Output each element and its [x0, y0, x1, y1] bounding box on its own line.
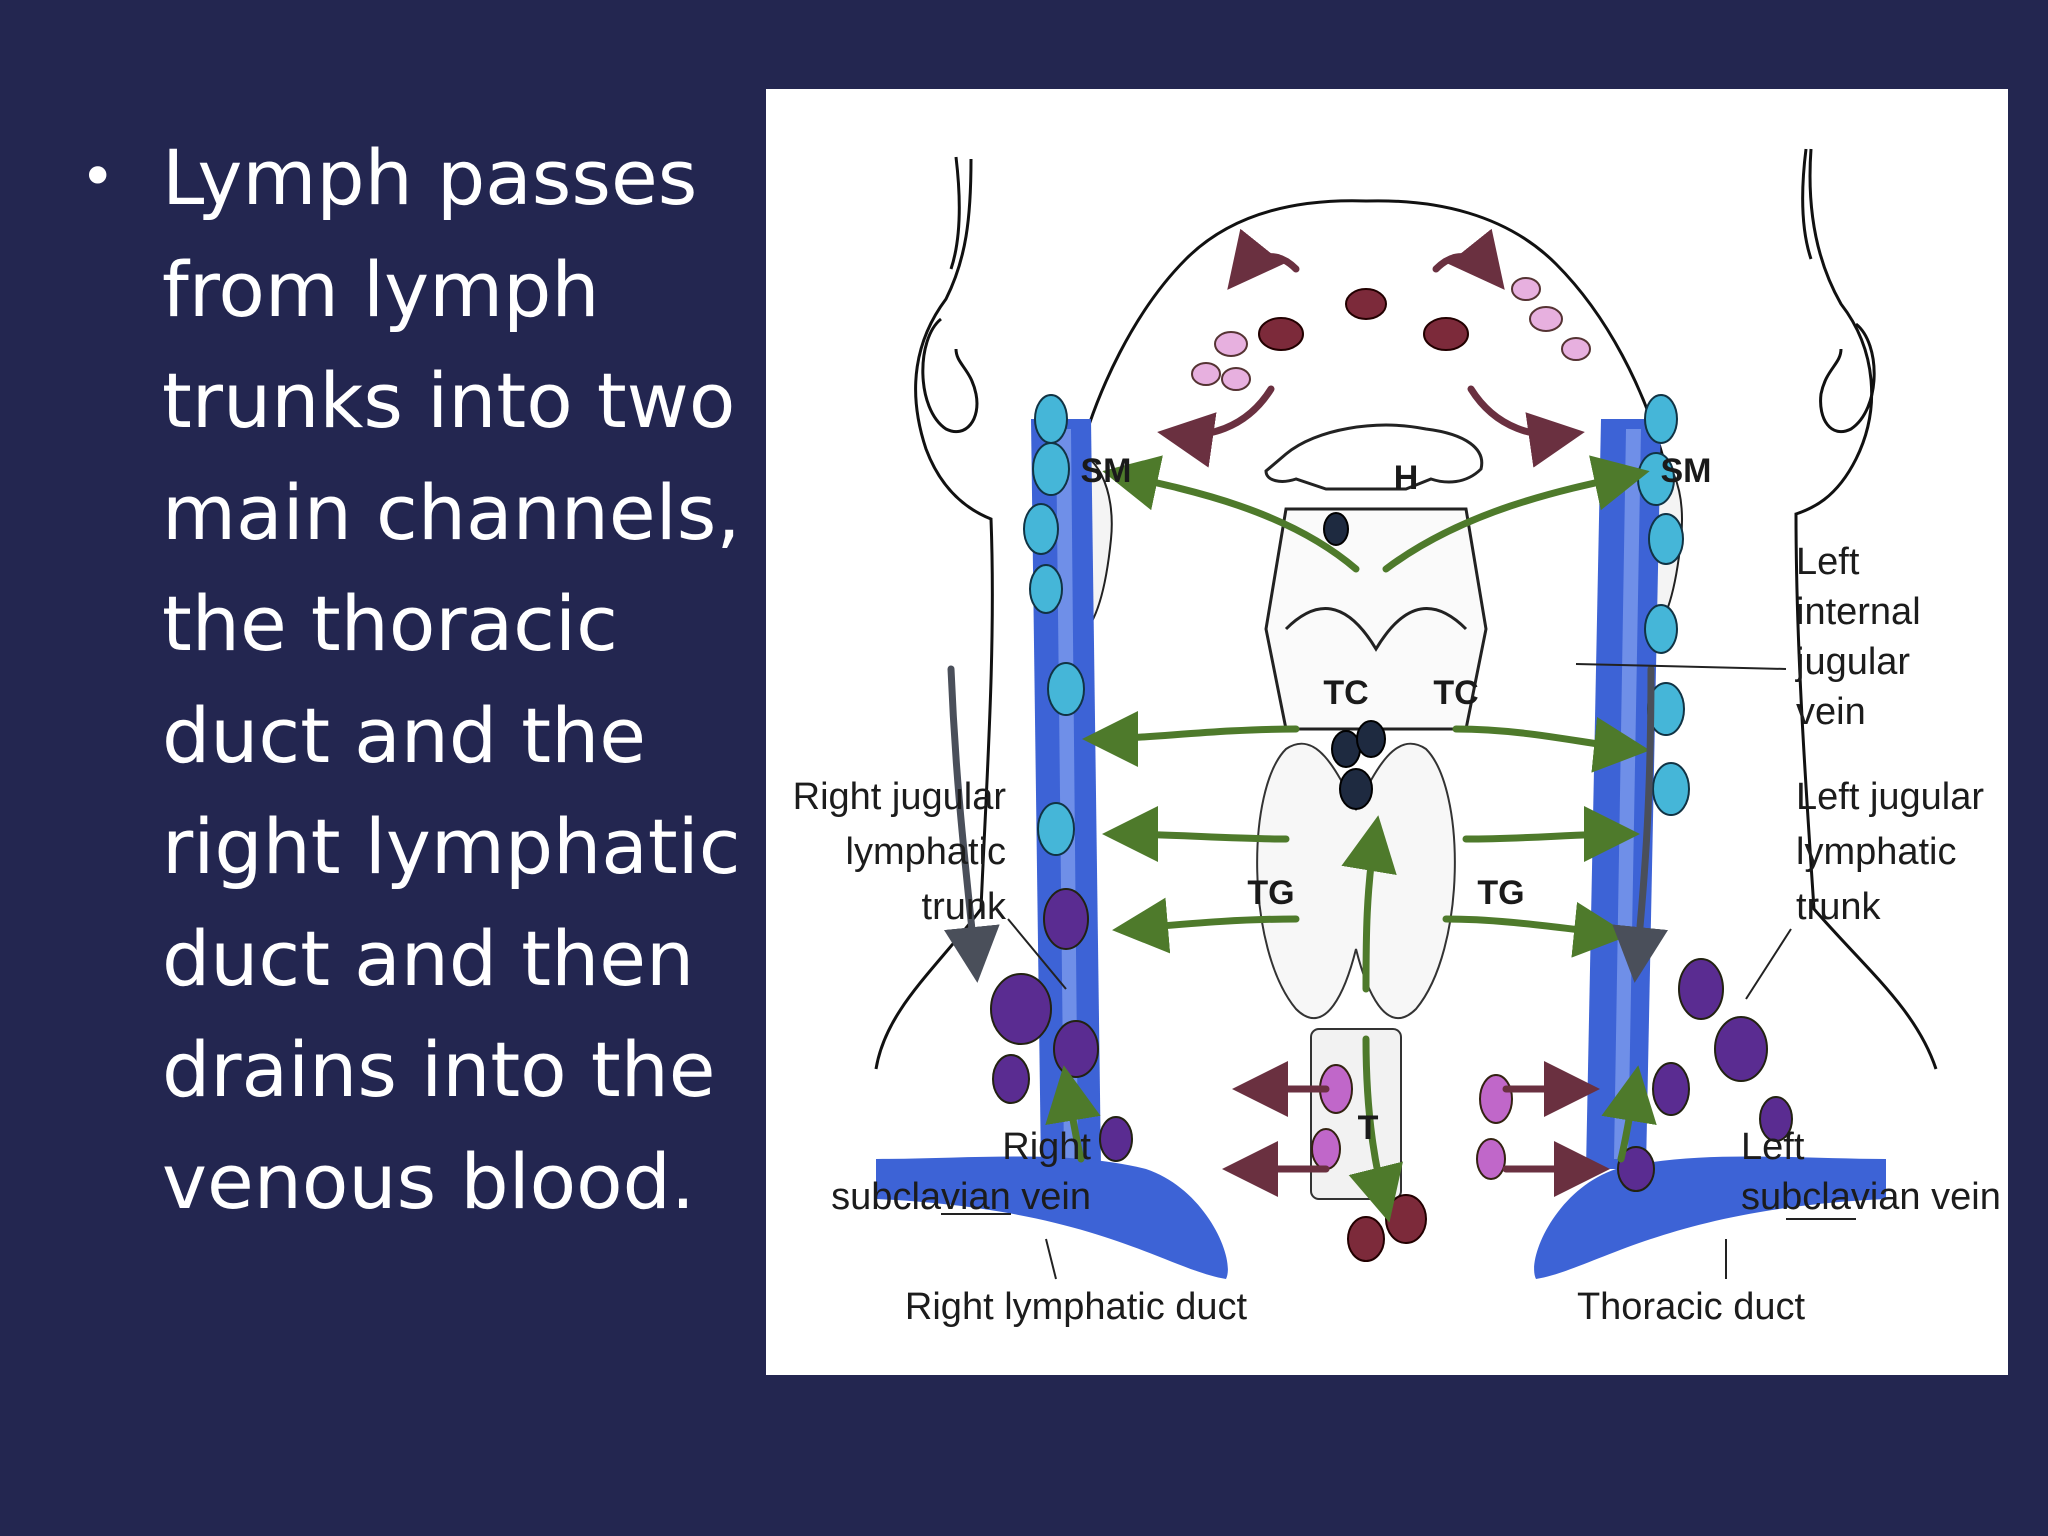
label-thoracic-duct: Thoracic duct	[1577, 1286, 1806, 1328]
lower-cervical-nodes	[990, 888, 1793, 1192]
label-line: subclavian vein	[831, 1176, 1091, 1218]
lateral-arrows	[943, 665, 1669, 983]
bullet-symbol: •	[80, 142, 116, 212]
label-right-jugular-trunk: Right jugular lymphatic trunk	[793, 776, 1007, 928]
bullet-line: Lymph passes	[162, 133, 698, 222]
bullet-line: duct and then	[162, 913, 695, 1003]
drainage-arrows	[1045, 455, 1657, 1223]
bullet-line: drains into the	[162, 1025, 716, 1114]
label-line: Left jugular	[1796, 776, 1984, 818]
label-line: lymphatic	[1796, 831, 1957, 873]
label-right-lymphatic-duct: Right lymphatic duct	[905, 1286, 1248, 1328]
tc-left-label: TC	[1323, 674, 1368, 712]
trachea	[1310, 1028, 1402, 1200]
label-left-internal-jugular-vein: Left internal jugular vein	[1795, 541, 1921, 733]
label-line: Left	[1796, 541, 1860, 583]
label-line: vein	[1796, 691, 1866, 733]
bullet-line: from lymph	[162, 244, 600, 334]
label-line: internal	[1796, 591, 1921, 633]
bullet-line: trunks into two	[162, 356, 736, 445]
label-line: Right jugular	[793, 776, 1007, 818]
submental-nodes	[1258, 288, 1469, 1262]
bullet-line: duct and the	[162, 690, 647, 780]
neck-diagram: SM SM H TC TC TG TG T Right jugular lymp…	[793, 148, 2001, 1328]
submandibular-nodes	[1191, 277, 1591, 391]
label-left-jugular-trunk: Left jugular lymphatic trunk	[1796, 776, 1984, 928]
tc-right-label: TC	[1433, 674, 1478, 712]
label-line: lymphatic	[846, 831, 1007, 873]
tg-left-label: TG	[1247, 874, 1294, 912]
prelaryngeal-nodes	[1323, 512, 1386, 810]
lymphatic-drainage-figure: SM SM H TC TC TG TG T Right jugular lymp…	[766, 89, 2008, 1375]
submental-arrows	[1157, 228, 1610, 1197]
leader-lines	[941, 663, 1856, 1280]
bullet-line: the thoracic	[162, 579, 618, 668]
label-line: Right	[1002, 1126, 1091, 1168]
bullet-text: Lymph passes from lymph trunks into two …	[162, 122, 802, 1237]
bullet-line: main channels,	[162, 467, 741, 557]
trachea-label: T	[1358, 1109, 1379, 1147]
label-line: subclavian vein	[1741, 1176, 2001, 1218]
label-line: Left	[1741, 1126, 1805, 1168]
sm-left-label: SM	[1081, 452, 1132, 490]
label-line: jugular	[1795, 641, 1910, 683]
upper-cervical-nodes	[1023, 394, 1690, 856]
hyoid-label: H	[1394, 459, 1419, 497]
bullet-line: venous blood.	[162, 1136, 696, 1226]
bullet-line: right lymphatic	[162, 802, 741, 891]
hyoid-bone	[1264, 423, 1484, 491]
label-left-subclavian-vein: Left subclavian vein	[1741, 1126, 2001, 1218]
sm-right-label: SM	[1661, 452, 1712, 490]
tg-right-label: TG	[1477, 874, 1524, 912]
label-line: trunk	[1796, 886, 1881, 928]
label-line: trunk	[922, 886, 1007, 928]
label-right-subclavian-vein: Right subclavian vein	[831, 1126, 1091, 1218]
subclavian-veins	[876, 1156, 1886, 1279]
